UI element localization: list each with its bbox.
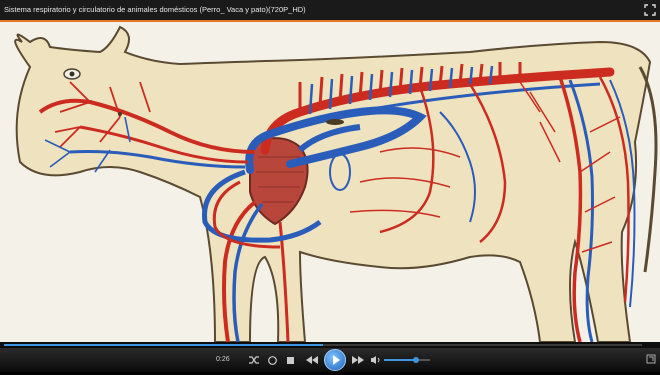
- previous-button[interactable]: [304, 352, 320, 368]
- shuffle-icon: [248, 355, 260, 365]
- title-bar: Sistema respiratorio y circulatorio de a…: [0, 0, 660, 22]
- play-button[interactable]: [324, 349, 346, 371]
- video-frame[interactable]: [0, 22, 660, 342]
- switch-to-library-icon[interactable]: [646, 354, 656, 364]
- volume-icon: [370, 355, 382, 365]
- playback-controls: 0:26: [0, 348, 660, 372]
- volume-knob[interactable]: [413, 357, 419, 363]
- play-icon: [325, 350, 345, 370]
- volume-slider[interactable]: [384, 359, 430, 361]
- next-button[interactable]: [350, 352, 366, 368]
- current-time: 0:26: [216, 356, 230, 363]
- shuffle-button[interactable]: [246, 352, 262, 368]
- mute-button[interactable]: [368, 352, 384, 368]
- stop-icon: [286, 356, 295, 365]
- volume-level: [384, 359, 416, 361]
- previous-icon: [305, 355, 319, 365]
- repeat-button[interactable]: [264, 352, 280, 368]
- seek-progress: [4, 344, 323, 346]
- cow-circulatory-diagram: [0, 22, 660, 342]
- fullscreen-icon[interactable]: [644, 4, 656, 16]
- repeat-icon: [267, 355, 278, 366]
- stop-button[interactable]: [282, 352, 298, 368]
- next-icon: [351, 355, 365, 365]
- window-title: Sistema respiratorio y circulatorio de a…: [4, 5, 306, 14]
- seek-track[interactable]: [4, 344, 642, 346]
